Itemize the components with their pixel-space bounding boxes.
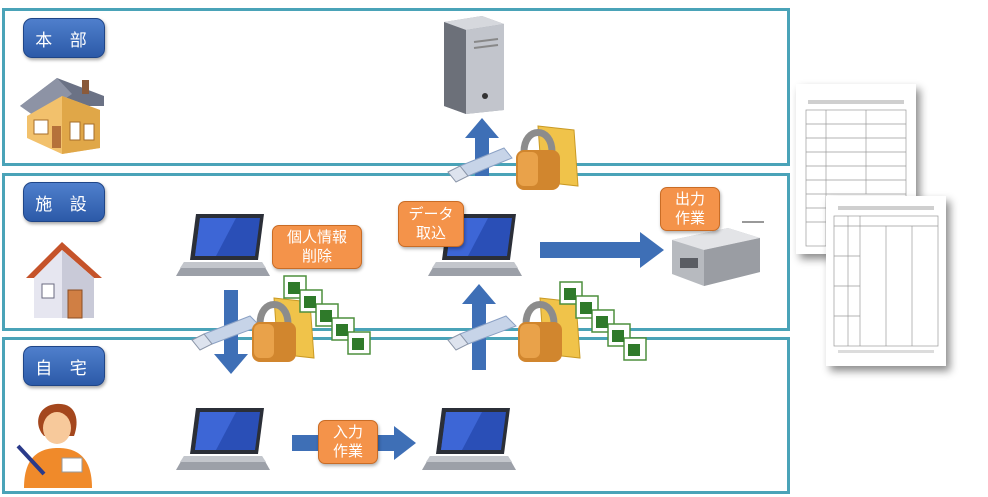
callout-data-import-line1: データ [408,205,454,223]
excel-files-left-icon [283,275,371,355]
home-laptop-left-icon [176,408,270,470]
arrow-up-to-server-icon [465,118,499,176]
arrow-right-to-printer-icon [540,232,664,268]
callout-delete-personal-info: 個人情報 削除 [272,225,362,269]
callout-input-work-line1: 入力 [332,423,363,441]
usb-stick-right-icon [447,315,517,351]
callout-input-work-line2: 作業 [332,442,363,460]
callout-data-import: データ 取込 [398,201,464,247]
lane-label-home: 自 宅 [23,346,105,386]
locked-folder-left-icon [252,297,315,362]
facility-house-icon [26,242,102,319]
usb-stick-left-icon [191,315,261,351]
lane-label-facility: 施 設 [23,182,105,222]
home-laptop-right-icon [422,408,516,470]
usb-stick-top-icon [447,147,513,183]
headquarters-building-icon [20,78,104,154]
excel-files-right-icon [559,281,647,361]
callout-data-import-line2: 取込 [415,224,446,242]
callout-output-work: 出力 作業 [660,187,720,231]
server-tower-icon [444,16,504,114]
facility-laptop-left-icon [176,214,270,276]
callout-output-work-line2: 作業 [674,209,705,227]
callout-input-work: 入力 作業 [318,420,378,464]
callout-output-work-line1: 出力 [674,190,705,208]
printer-icon [672,221,764,286]
callout-delete-personal-info-line2: 削除 [301,247,332,265]
lane-home [2,337,790,494]
lane-label-hq: 本 部 [23,18,105,58]
home-worker-person-icon [16,403,92,488]
printed-report-document-front [826,196,946,366]
locked-folder-top-icon [516,125,579,190]
lane-hq [2,8,790,166]
callout-delete-personal-info-line1: 個人情報 [286,228,347,246]
